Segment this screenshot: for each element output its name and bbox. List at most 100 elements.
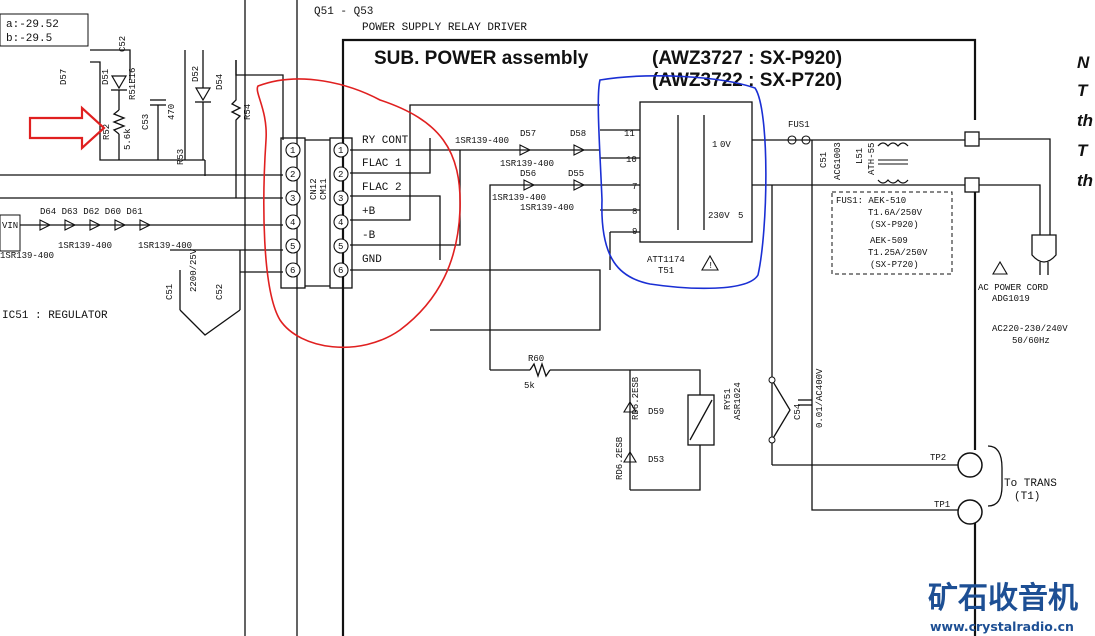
transformer-pin-10: 10 (626, 155, 637, 165)
transformer-pin-8: 8 (632, 207, 637, 217)
relay-driver-label: POWER SUPPLY RELAY DRIVER (362, 22, 527, 34)
wire-minus-b (350, 150, 461, 246)
note-letter-4: T (1077, 141, 1089, 160)
label-d57: D57 (59, 69, 69, 85)
label-r60: R60 (528, 354, 544, 364)
assembly-model-2: (AWZ3722 : SX-P720) (652, 70, 842, 91)
connector-pin-number-left-4: 4 (290, 218, 295, 228)
connector-pin-number-left-6: 6 (290, 266, 295, 276)
test-point-tp2 (957, 452, 983, 478)
wire-flac2 (350, 195, 441, 260)
diode-d57-symbol (519, 144, 532, 156)
relay-switch-contact (771, 379, 791, 441)
connector-cm11-right (329, 137, 353, 289)
label-diode-type-a: 1SR139-400 (0, 251, 54, 261)
label-cm11: CM11 (319, 178, 329, 200)
note-letter-3: th (1077, 111, 1093, 130)
connector-pin-number-left-2: 2 (290, 170, 295, 180)
fuse-spec-line6: (SX-P720) (870, 260, 919, 270)
label-c53: C53 (141, 114, 151, 130)
transformer-tap-0v: 0V (720, 140, 731, 150)
connector-pin-number-left-5: 5 (290, 242, 295, 252)
watermark-chinese: 矿石收音机 (928, 581, 1078, 616)
label-r51: R51E16 (128, 68, 138, 100)
label-filter-l51-val: ATH-55 (867, 143, 877, 175)
label-c52: C52 (118, 36, 128, 52)
transformer-t51-body (639, 101, 753, 243)
relay-contact-b (768, 436, 776, 444)
label-d58: D58 (570, 129, 586, 139)
label-c51: C51 (165, 284, 175, 300)
red-circle-annotation (256, 78, 461, 348)
connector-pin-left-6 (285, 262, 301, 278)
label-diode-type-b: 1SR139-400 (58, 241, 112, 251)
left-wire-top (90, 49, 131, 80)
label-c54: C54 (793, 404, 803, 420)
connector-pin-left-1 (285, 142, 301, 158)
label-r54: R54 (243, 104, 253, 120)
connector-pin-number-right-2: 2 (338, 170, 343, 180)
label-diode-row: D64 D63 D62 D60 D61 (40, 207, 143, 217)
resistor-r54-symbol (230, 60, 242, 198)
signal-flac2: FLAC 2 (362, 182, 402, 194)
cord-wire-1 (979, 138, 1051, 235)
wire-plus-b (350, 104, 600, 221)
blue-circle-annotation (597, 75, 767, 290)
resistor-r52-symbol (112, 109, 126, 135)
diode-d55-symbol (573, 179, 586, 191)
wire-to-tp1 (811, 440, 960, 511)
warning-triangle-icon (701, 254, 719, 271)
ac-plug-icon (1031, 234, 1057, 263)
label-ry51: RY51 (723, 388, 733, 410)
relay-coil-return (630, 445, 701, 491)
diode-d58-symbol (573, 144, 586, 156)
connector-pin-left-2 (285, 166, 301, 182)
trans-bracket (987, 445, 1003, 507)
voltage-b: b:-29.5 (6, 33, 52, 45)
label-bridge-type4: 1SR139-400 (520, 203, 574, 213)
connector-pin-right-2 (333, 166, 349, 182)
connector-pin-left-4 (285, 214, 301, 230)
connector-pin-left-5 (285, 238, 301, 254)
label-r60-value: 5k (524, 381, 535, 391)
resistor-r60-symbol (529, 361, 551, 379)
connector-pin-right-6 (333, 262, 349, 278)
fuse-spec-line4: AEK-509 (870, 236, 908, 246)
cord-wire-2 (979, 184, 1041, 235)
connector-pin-number-right-1: 1 (338, 146, 343, 156)
label-cap-value: 2200/25V (189, 248, 199, 292)
label-mains-freq: 50/60Hz (1012, 336, 1050, 346)
red-arrow-annotation (28, 105, 106, 151)
line-filter-coil (877, 142, 909, 184)
connector-pin-right-1 (333, 142, 349, 158)
connector-pin-left-3 (285, 190, 301, 206)
label-d51: D51 (101, 69, 111, 85)
label-bridge-type2: 1SR139-400 (500, 159, 554, 169)
note-letter-2: T (1077, 81, 1089, 100)
sub-power-assembly-border (341, 38, 977, 636)
label-filter-l51: L51 (855, 148, 865, 164)
transformer-name: ATT1174 (647, 255, 685, 265)
left-wire-ground-node (179, 309, 241, 336)
relay-ry51-coil (687, 394, 715, 446)
assembly-model-1: (AWZ3727 : SX-P920) (652, 48, 842, 69)
transformer-tap-0-pin: 1 (712, 140, 717, 150)
diode-d56-symbol (523, 179, 536, 191)
label-bridge-type3: 1SR139-400 (492, 193, 546, 203)
label-d53-type: RD6.2ESB (615, 436, 625, 480)
diode-row-symbols (39, 219, 152, 231)
relay-contact-a (768, 376, 776, 384)
label-filter-c51: C51 (819, 152, 829, 168)
label-ac-power-cord: AC POWER CORD (978, 283, 1048, 293)
transformer-pin-9: 9 (632, 227, 637, 237)
label-vin: VIN (2, 221, 18, 231)
connector-pin-number-left-3: 3 (290, 194, 295, 204)
transformer-tap-230v: 230V (708, 211, 730, 221)
fuse-spec-line1: FUS1: AEK-510 (836, 196, 906, 206)
voltage-box (0, 13, 89, 47)
label-trans-t1: (T1) (1014, 491, 1040, 503)
cord-warning-icon (992, 260, 1008, 275)
label-d53: D53 (648, 455, 664, 465)
signal-ry-cont: RY CONT (362, 135, 409, 147)
